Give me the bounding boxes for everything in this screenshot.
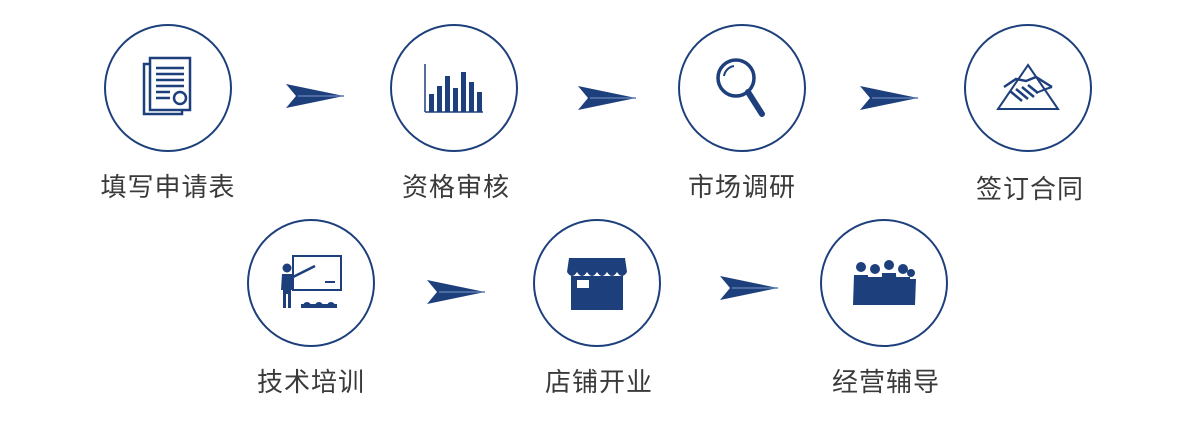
bar-chart-icon — [424, 64, 483, 113]
arrow-right-icon — [286, 84, 344, 108]
step-circle-review — [390, 24, 518, 152]
step-circle-contract — [964, 24, 1092, 152]
arrow-right-icon — [720, 276, 778, 300]
arrow-right-icon — [427, 280, 485, 304]
step-label: 经营辅导 — [831, 368, 940, 398]
handshake-icon — [996, 63, 1060, 110]
application-form-icon — [142, 56, 192, 116]
arrow-right-icon — [578, 86, 636, 110]
storefront-icon — [567, 258, 627, 310]
step-label: 填写申请表 — [100, 173, 236, 203]
step-circle-research — [678, 24, 806, 152]
step-circle-opening — [533, 219, 661, 347]
magnifier-icon — [716, 58, 765, 117]
step-label: 签订合同 — [975, 175, 1084, 205]
step-label: 资格审核 — [401, 173, 510, 203]
step-label: 技术培训 — [256, 368, 365, 398]
step-label: 市场调研 — [687, 173, 796, 203]
arrow-right-icon — [860, 86, 918, 110]
teacher-board-icon — [281, 255, 342, 308]
step-circle-guidance — [820, 219, 948, 347]
step-circle-training — [247, 219, 375, 347]
team-icon — [853, 260, 916, 305]
step-circle-apply — [104, 24, 232, 152]
step-label: 店铺开业 — [544, 368, 653, 398]
